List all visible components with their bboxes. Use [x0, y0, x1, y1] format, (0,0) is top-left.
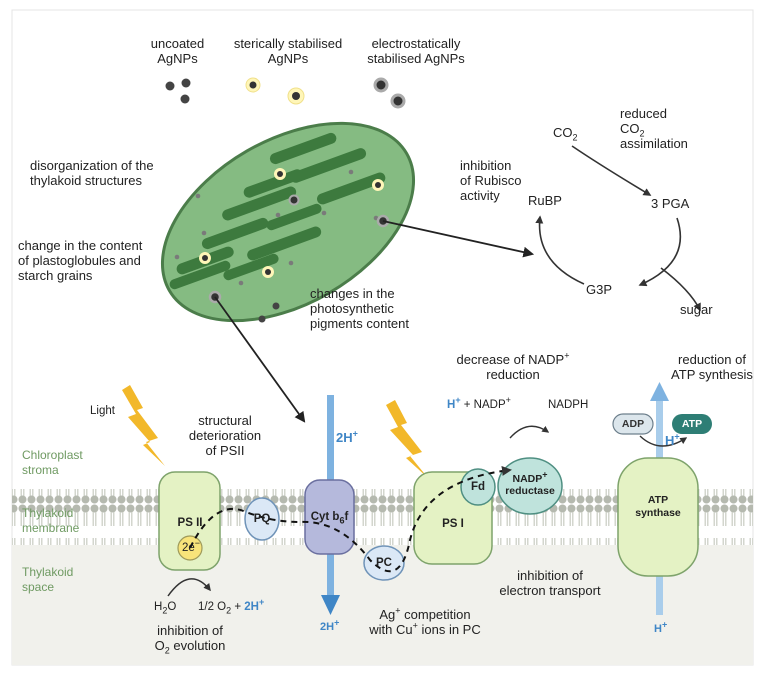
label-2h-stroma: 2H+	[336, 428, 358, 445]
lightning-bolt-psi	[386, 400, 428, 478]
atp-pill	[672, 414, 712, 434]
label-uncoated-agnps: uncoated AgNPs	[150, 36, 205, 66]
adp-atp-arrow	[639, 435, 688, 447]
label-h-nadp: H+ + NADP+	[447, 395, 511, 411]
label-pc: PC	[376, 557, 392, 569]
label-electrostatic-agnps: electrostatically stabilised AgNPs	[367, 36, 465, 66]
label-light: Light	[90, 405, 115, 417]
label-nadph: NADPH	[548, 399, 589, 411]
label-adp: ADP	[621, 418, 645, 430]
label-ag-competition: Ag+ competition with Cu+ ions in PC	[369, 605, 481, 637]
label-rubp: RuBP	[528, 193, 562, 208]
label-thylakoid-membrane: Thylakoid membrane	[22, 506, 80, 535]
label-2e: 2e−	[181, 538, 201, 554]
label-g3p: G3P	[586, 282, 613, 297]
label-pq: PQ	[253, 513, 271, 525]
embedded-nanoparticles	[199, 168, 390, 304]
adp-pill	[612, 413, 654, 435]
label-electron-transport: inhibition of electron transport	[499, 568, 601, 598]
label-nadp-decrease: decrease of NADP+ reduction	[456, 350, 570, 382]
chloroplast	[160, 121, 416, 323]
nadph-arrow	[509, 425, 550, 439]
electrostatic-agnp-icons	[373, 77, 406, 109]
label-sugar: sugar	[680, 302, 713, 317]
label-reduced-co2: reduced CO2 assimilation	[620, 106, 688, 151]
atp-synthase-complex	[617, 457, 699, 577]
label-oxygen-protons: 1/2 O2 + 2H+	[198, 597, 265, 616]
free-nanoparticle	[272, 302, 280, 310]
label-atp-reduction: reduction of ATP synthesis	[671, 352, 753, 382]
water-splitting-arrow	[167, 578, 211, 597]
label-psii: PS II	[177, 517, 203, 529]
sterically-stabilised-agnp-icons	[245, 77, 305, 105]
calvin-cycle	[535, 145, 701, 312]
electron-transport-path	[189, 465, 512, 573]
cyt-b6f-complex	[304, 479, 355, 555]
free-nanoparticle	[258, 315, 266, 323]
label-cyt-b6f: Cyt b6f	[310, 511, 349, 526]
psii-complex	[158, 471, 221, 571]
nadp-reductase	[497, 457, 563, 515]
label-h-atp-bottom: H+	[654, 619, 668, 635]
uncoated-agnp-icons	[165, 78, 191, 104]
label-3pga: 3 PGA	[651, 196, 690, 211]
label-psi: PS I	[442, 518, 464, 530]
label-plastoglobules: change in the content of plastoglobules …	[18, 238, 143, 283]
label-h-atp-top: H+	[665, 431, 680, 448]
label-pigments: changes in the photosynthetic pigments c…	[310, 286, 410, 331]
label-thylakoid-space: Thylakoid space	[22, 565, 74, 594]
arrow-to-cyt	[214, 296, 306, 423]
label-thylakoid-disorganization: disorganization of the thylakoid structu…	[30, 158, 154, 188]
label-co2: CO2	[553, 125, 578, 143]
label-rubisco: inhibition of Rubisco activity	[460, 158, 522, 203]
pc-carrier	[363, 545, 405, 581]
label-fd: Fd	[470, 481, 486, 493]
label-structural-deterioration: structural deterioration of PSII	[188, 413, 262, 458]
label-sterically-agnps: sterically stabilised AgNPs	[233, 36, 343, 66]
arrow-to-calvin	[382, 220, 535, 258]
label-atp: ATP	[681, 418, 703, 430]
lightning-bolt-psii	[122, 385, 165, 466]
label-atp-synthase: ATP synthase	[635, 494, 681, 519]
label-nadp-reductase: NADP+ reductase	[505, 469, 555, 497]
label-2h-lumen: 2H+	[320, 617, 340, 633]
label-h2o: H2O	[154, 601, 177, 616]
label-chloroplast-stroma: Chloroplast stroma	[22, 448, 83, 477]
label-o2-evolution: inhibition of O2 evolution	[154, 623, 226, 656]
pq-carrier	[244, 497, 280, 541]
